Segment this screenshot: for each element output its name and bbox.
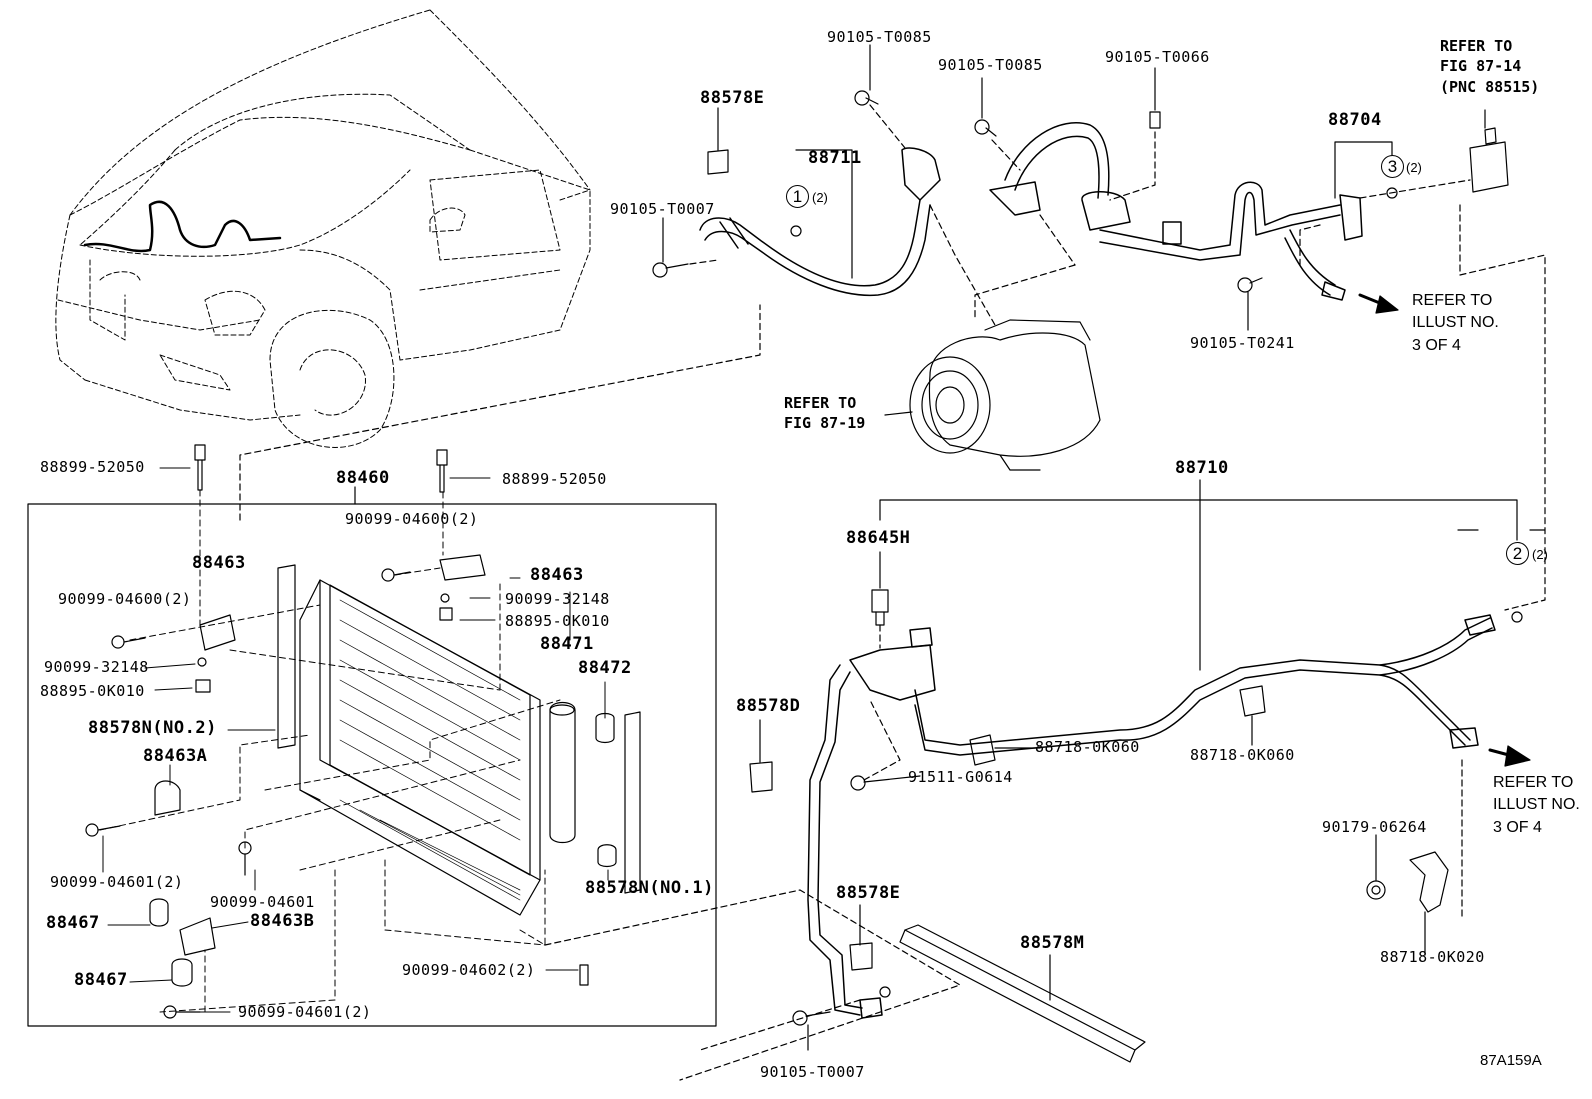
cushion-88578e-top (707, 149, 729, 175)
label-88718-0k060-a: 88718-0K060 (1035, 738, 1140, 756)
label-90099-04601-2-b: 90099-04601(2) (238, 1003, 372, 1021)
cushion-88578e-bottom (849, 942, 873, 971)
condenser-assembly-box (27, 503, 717, 1027)
label-88899-52050-b: 88899-52050 (502, 470, 607, 488)
label-88578d: 88578D (736, 696, 801, 716)
pressure-switch-88645h (871, 589, 889, 626)
bolt-t0007-bottom (792, 1010, 831, 1026)
label-90099-04601: 90099-04601 (210, 893, 315, 911)
label-90099-04602: 90099-04602(2) (402, 961, 536, 979)
bolt-91511 (850, 775, 921, 791)
callout-1: 1 (786, 185, 809, 208)
bolt-t0066 (1149, 111, 1161, 129)
callout-2-qty: (2) (1532, 547, 1548, 562)
label-91511-g0614: 91511-G0614 (908, 768, 1013, 786)
label-88899-52050-a: 88899-52050 (40, 458, 145, 476)
label-90105-t0085-a: 90105-T0085 (827, 28, 932, 46)
suction-hose (989, 122, 1131, 231)
callout-3-qty: (2) (1406, 160, 1422, 175)
refer-illust-2: REFER TO ILLUST NO. 3 OF 4 (1493, 774, 1580, 836)
bracket-88463b (179, 917, 216, 956)
label-90099-32148-a: 90099-32148 (505, 590, 610, 608)
engine-harness (83, 200, 282, 253)
diagram-code: 87A159A (1480, 1052, 1542, 1069)
label-88711: 88711 (808, 148, 862, 168)
expansion-valve (1469, 109, 1509, 193)
seal-strip-no2 (277, 564, 296, 749)
condenser-core (299, 579, 541, 916)
label-90099-32148-b: 90099-32148 (44, 658, 149, 676)
callout-1-qty: (2) (812, 190, 828, 205)
label-88895-0k010-a: 88895-0K010 (505, 612, 610, 630)
discharge-hose-88711 (699, 147, 941, 297)
label-88460: 88460 (336, 468, 390, 488)
receiver-tank (549, 701, 576, 844)
cushion-88578d (749, 761, 773, 793)
label-88463b: 88463B (250, 911, 315, 931)
vehicle-sketch (55, 9, 591, 448)
label-90179-06264: 90179-06264 (1322, 818, 1427, 836)
label-88472: 88472 (578, 658, 632, 678)
label-90105-t0085-b: 90105-T0085 (938, 56, 1043, 74)
bracket-88463a (154, 780, 181, 816)
label-88463a: 88463A (143, 746, 208, 766)
bolts-condenser (85, 568, 589, 1019)
label-88710: 88710 (1175, 458, 1229, 478)
label-88578n-no2: 88578N(NO.2) (88, 718, 217, 738)
label-90105-t0007-bottom: 90105-T0007 (760, 1063, 865, 1081)
label-88463-b: 88463 (530, 565, 584, 585)
clamp-88718-b (1239, 685, 1266, 717)
label-88578n-no1: 88578N(NO.1) (585, 878, 714, 898)
callout-2: 2 (1506, 542, 1529, 565)
clamp-88718-0k020 (1409, 851, 1449, 913)
label-88704: 88704 (1328, 110, 1382, 130)
bolt-t0241 (1237, 277, 1263, 293)
refer-fig-87-19: REFER TO FIG 87-19 (784, 394, 866, 433)
clamp-88718-a (969, 734, 996, 766)
label-88578e-top: 88578E (700, 88, 765, 108)
label-88467-b: 88467 (74, 970, 128, 990)
label-88467-a: 88467 (46, 913, 100, 933)
bracket-88463-top (439, 554, 486, 581)
label-90099-04600-left: 90099-04600(2) (58, 590, 192, 608)
label-88895-0k010-b: 88895-0K010 (40, 682, 145, 700)
label-88471: 88471 (540, 634, 594, 654)
label-88645h: 88645H (846, 528, 911, 548)
label-88463-a: 88463 (192, 553, 246, 573)
bolt-t0085-a (854, 90, 879, 106)
bolts-88899 (194, 444, 448, 493)
strip-88578m (899, 929, 1136, 1063)
label-90105-t0007-top: 90105-T0007 (610, 200, 715, 218)
callout-3: 3 (1381, 155, 1404, 178)
refer-illust-1: REFER TO ILLUST NO. 3 OF 4 (1412, 292, 1499, 354)
nut-90179 (1366, 880, 1386, 900)
label-90099-04600-top: 90099-04600(2) (345, 510, 479, 528)
label-88718-0k060-b: 88718-0K060 (1190, 746, 1295, 764)
bolt-t0007-top (652, 262, 689, 278)
label-90105-t0066: 90105-T0066 (1105, 48, 1210, 66)
liquid-pipe-88704 (1099, 181, 1363, 301)
label-88578e-bottom: 88578E (836, 883, 901, 903)
seal-strip-no1 (624, 711, 641, 894)
bracket-88463-left (199, 614, 236, 651)
bolt-t0085-b (974, 119, 997, 137)
label-90099-04601-2-a: 90099-04601(2) (50, 873, 184, 891)
compressor (909, 319, 1101, 471)
refer-fig-87-14: REFER TO FIG 87-14 (PNC 88515) (1440, 37, 1540, 96)
label-88578m: 88578M (1020, 933, 1085, 953)
label-88718-0k020: 88718-0K020 (1380, 948, 1485, 966)
label-90105-t0241: 90105-T0241 (1190, 334, 1295, 352)
